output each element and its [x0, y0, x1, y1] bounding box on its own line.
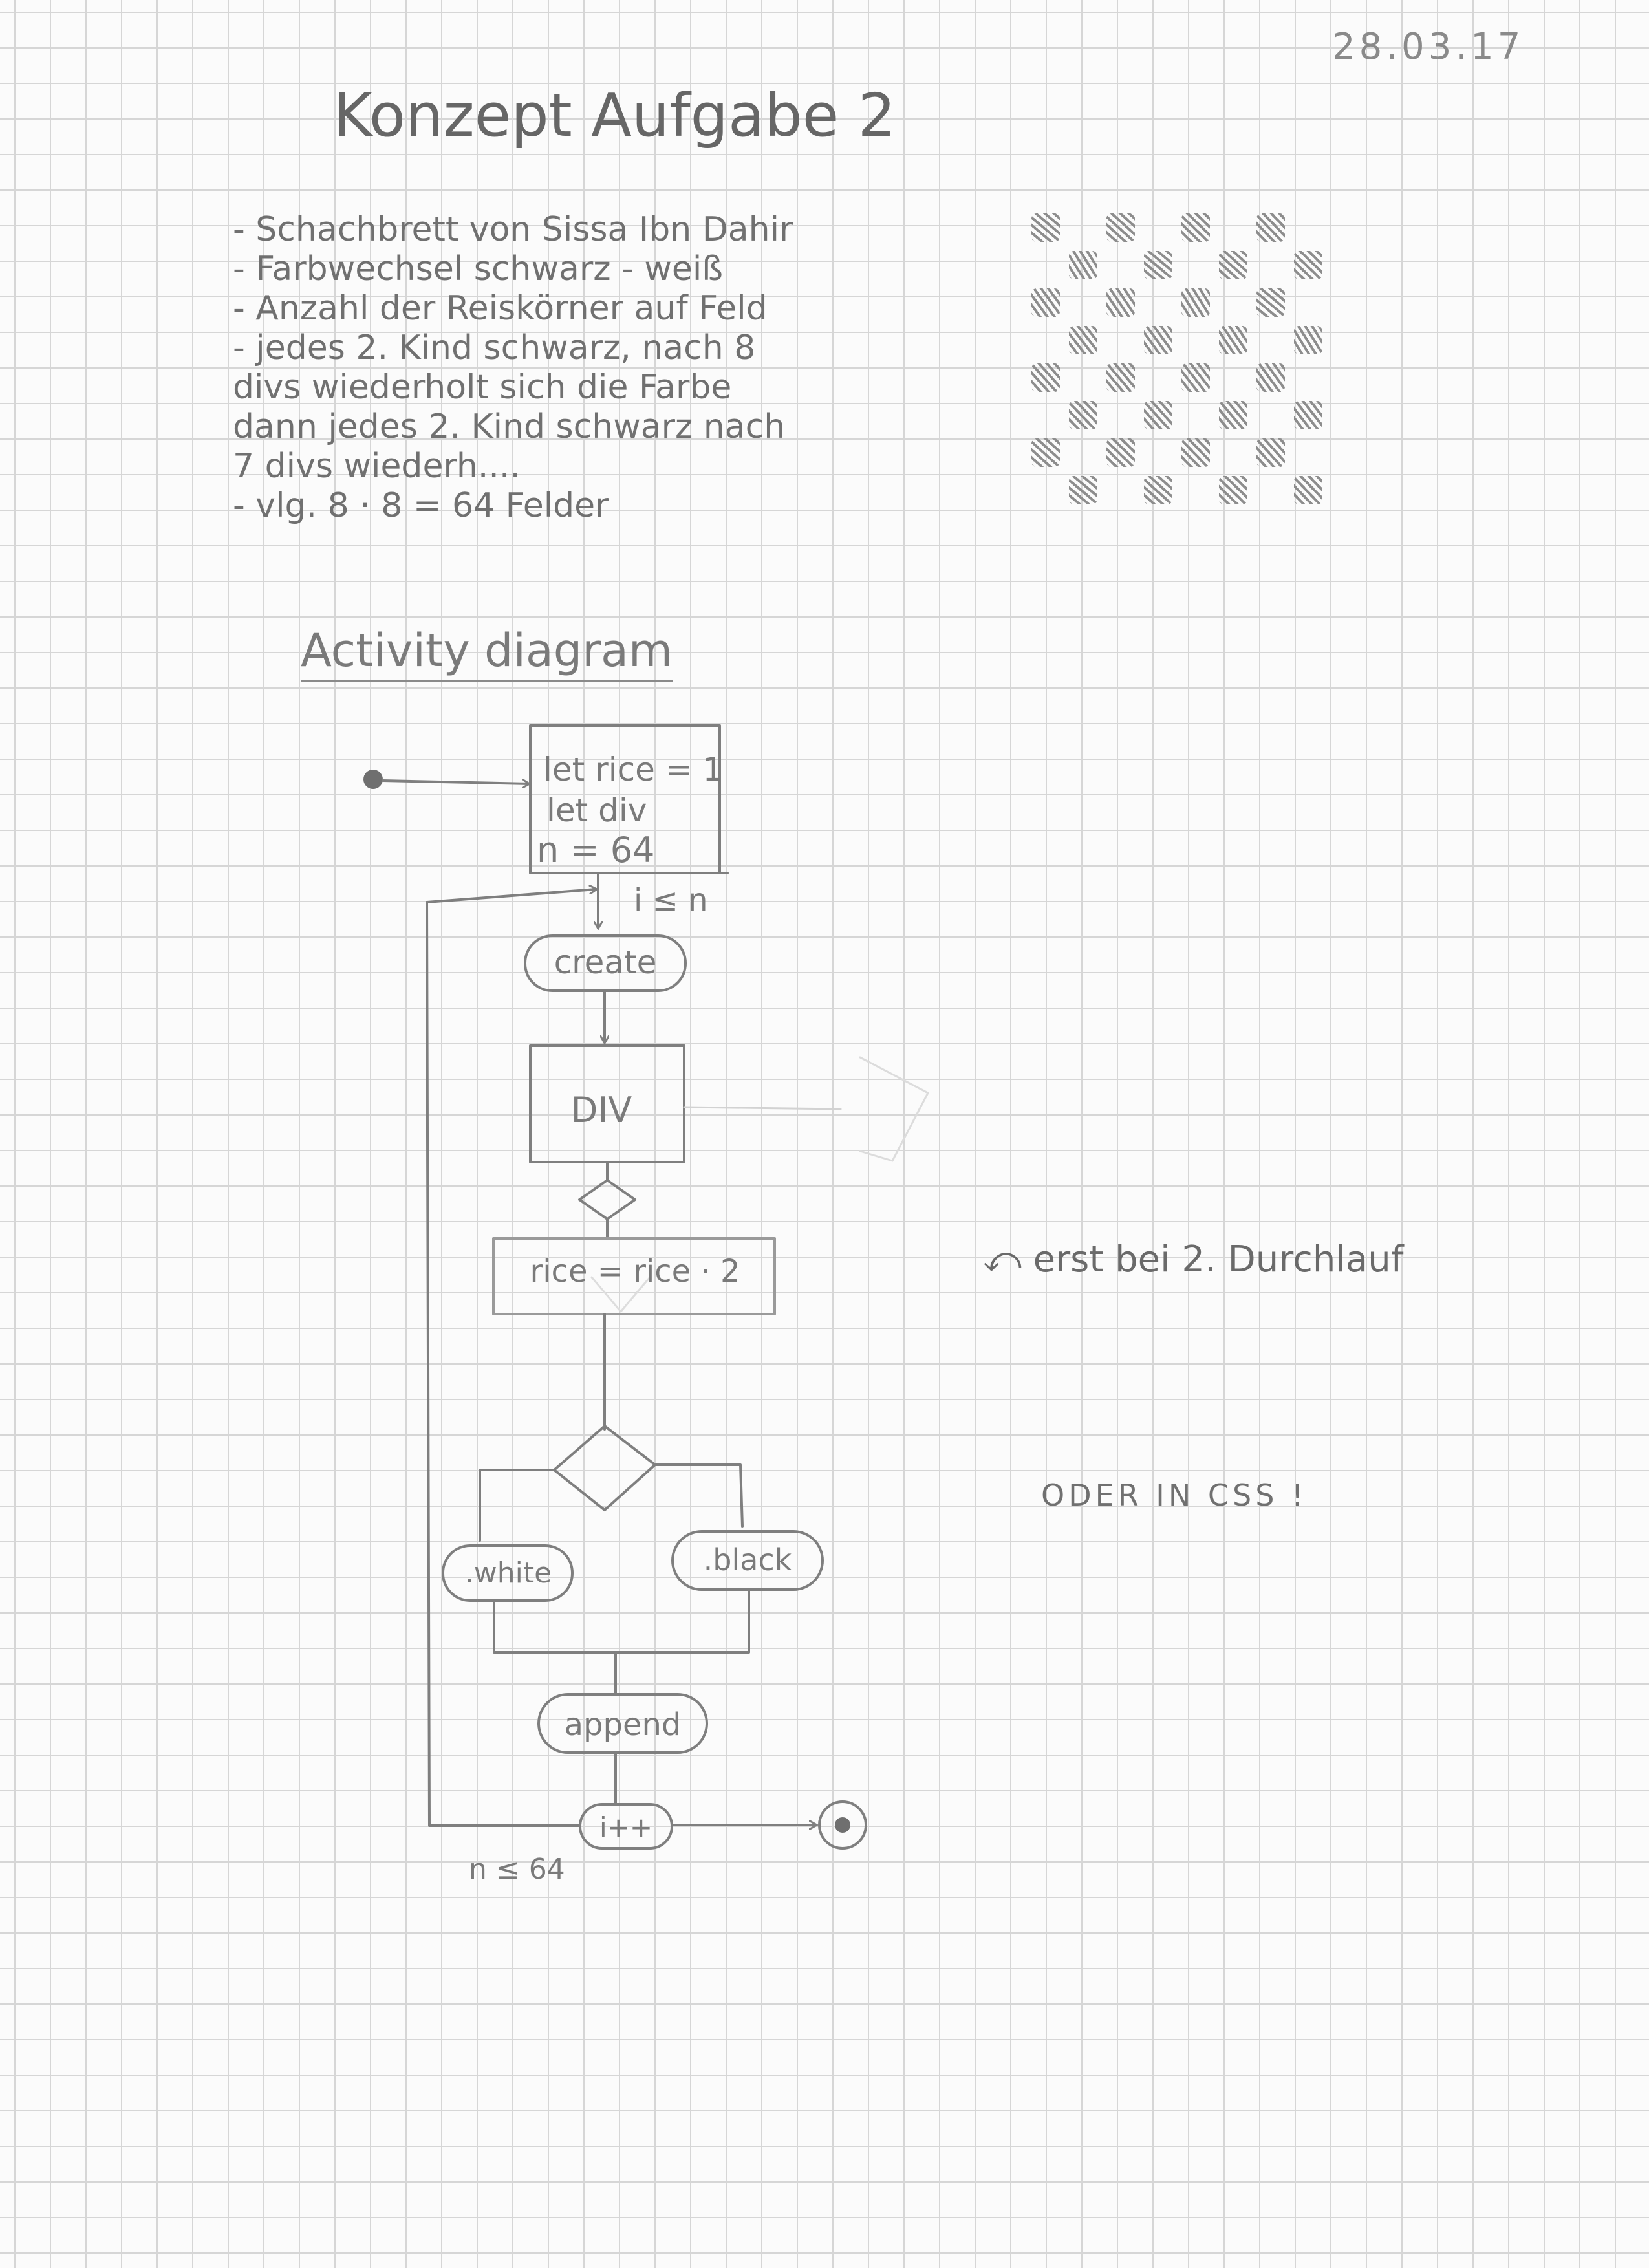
init-line: let div	[546, 792, 647, 829]
join-line	[494, 1590, 749, 1652]
merge-diamond	[579, 1180, 635, 1219]
append-label: append	[565, 1707, 682, 1743]
start-node	[363, 770, 383, 789]
black-label: .black	[704, 1542, 792, 1577]
init-line: let rice = 1	[543, 751, 723, 788]
branch-right	[655, 1465, 742, 1526]
init-line: n = 64	[537, 830, 655, 870]
increment-label: i++	[599, 1811, 652, 1843]
loop-condition-label: i ≤ n	[634, 882, 708, 918]
start-arrow	[383, 781, 529, 784]
div-label: DIV	[571, 1090, 632, 1130]
loop-back-line	[427, 889, 596, 1826]
create-label: create	[554, 944, 657, 981]
white-label: .white	[465, 1557, 552, 1590]
rice-label: rice = rice · 2	[530, 1253, 740, 1290]
exit-condition-label: n ≤ 64	[469, 1853, 565, 1886]
css-note: ODER IN CSS !	[1041, 1478, 1307, 1513]
branch-left	[480, 1470, 554, 1540]
rice-annotation: ⤺ erst bei 2. Durchlauf	[983, 1238, 1403, 1281]
decision-diamond	[554, 1426, 655, 1510]
